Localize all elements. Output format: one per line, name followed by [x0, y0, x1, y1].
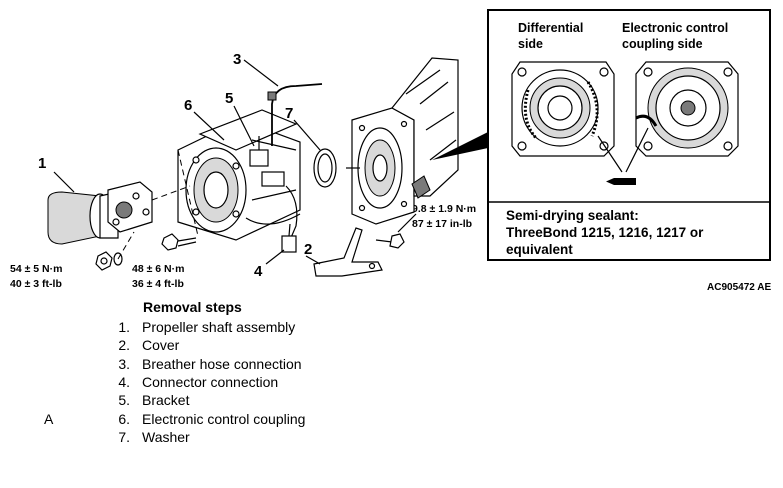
removal-step: 3. Breather hose connection — [0, 355, 783, 373]
torque-spec-3-nm: 9.8 ± 1.9 N·m — [412, 203, 476, 215]
step-label: Cover — [142, 337, 180, 354]
step-label: Propeller shaft assembly — [142, 319, 296, 335]
breather-hose — [267, 83, 323, 146]
step-number: 7. — [118, 428, 130, 445]
torque-spec-2-ftlb: 36 ± 4 ft-lb — [132, 278, 184, 290]
coupling-bolt — [161, 233, 197, 251]
step-number: 5. — [118, 392, 130, 409]
callout-4: 4 — [254, 263, 263, 280]
inset-coupling-side-line2: coupling side — [622, 37, 703, 51]
torque-spec-2-nm: 48 ± 6 N·m — [132, 263, 184, 275]
differential-side-flange — [511, 61, 615, 157]
torque-spec-3-inlb: 87 ± 17 in-lb — [412, 218, 472, 230]
torque-spec-1-nm: 54 ± 5 N·m — [10, 263, 62, 275]
removal-step: 4. Connector connection — [0, 373, 783, 391]
step-number: 1. — [118, 319, 130, 335]
inset-differential-side-line1: Differential — [518, 21, 583, 35]
step-label: Breather hose connection — [142, 355, 302, 372]
step-number: 2. — [118, 337, 130, 354]
removal-step: 2. Cover — [0, 336, 783, 354]
step-label: Bracket — [142, 392, 190, 409]
step-label: Connector connection — [142, 373, 279, 390]
callout-1: 1 — [38, 155, 46, 172]
step-number: 6. — [118, 410, 130, 427]
step-number: 3. — [118, 355, 130, 372]
flange-nut — [95, 231, 135, 271]
coupling-side-flange — [635, 61, 739, 157]
propeller-shaft-assembly — [47, 181, 153, 245]
washer — [313, 148, 337, 188]
step-label: Electronic control coupling — [142, 410, 306, 427]
sealant-inset: Differential side Electronic control cou… — [487, 9, 771, 261]
callout-5: 5 — [225, 90, 233, 107]
sealant-title: Semi-drying sealant: — [506, 208, 639, 223]
sealant-products: ThreeBond 1215, 1216, 1217 or — [506, 225, 704, 240]
step-reference-mark: A — [44, 410, 54, 427]
exploded-parts-diagram: 1 54 ± 5 N·m 40 ± 3 ft-lb 6 5 — [10, 9, 771, 293]
removal-step: 1. Propeller shaft assembly — [0, 318, 783, 336]
cover-bolt — [375, 213, 417, 249]
figure-code: AC905472 AE — [707, 282, 771, 293]
removal-step: 5. Bracket — [0, 391, 783, 409]
removal-step: 7. Washer — [0, 428, 783, 446]
torque-spec-1-ftlb: 40 ± 3 ft-lb — [10, 278, 62, 290]
removal-steps-title: Removal steps — [143, 299, 242, 315]
electronic-control-coupling — [177, 109, 301, 241]
callout-2: 2 — [304, 241, 312, 258]
removal-step: A 6. Electronic control coupling — [0, 410, 783, 428]
callout-7: 7 — [285, 105, 293, 122]
sealant-tube-icon — [606, 178, 636, 185]
callout-6: 6 — [184, 97, 192, 114]
step-number: 4. — [118, 373, 130, 390]
callout-3: 3 — [233, 51, 241, 68]
cover — [313, 227, 383, 277]
connector — [281, 223, 297, 253]
differential-housing — [351, 57, 459, 225]
step-label: Washer — [142, 428, 190, 445]
inset-coupling-side-line1: Electronic control — [622, 21, 728, 35]
sealant-equivalent: equivalent — [506, 242, 573, 257]
inset-differential-side-line2: side — [518, 37, 543, 51]
bracket — [249, 136, 269, 167]
